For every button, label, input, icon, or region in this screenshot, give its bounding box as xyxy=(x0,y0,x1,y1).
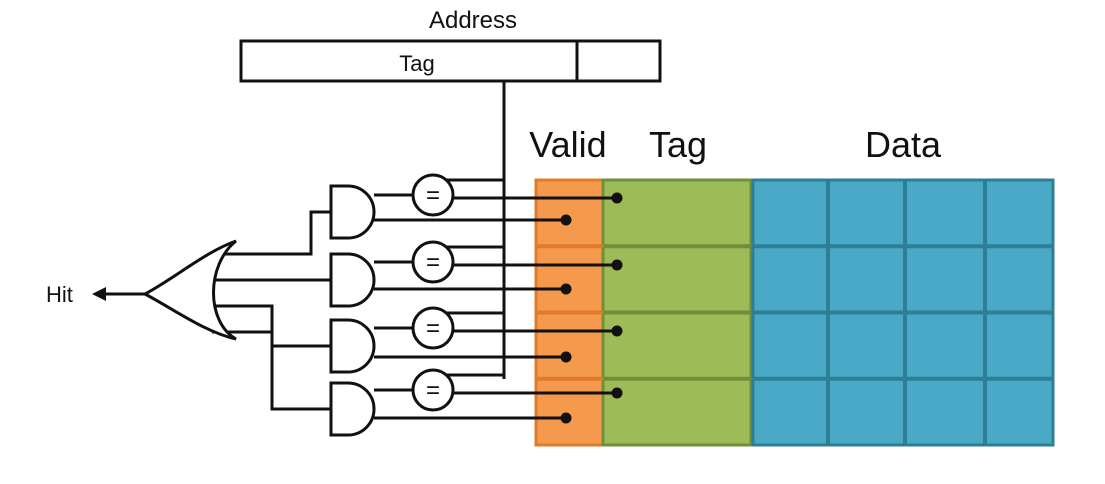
and-to-or-wire xyxy=(212,330,331,411)
valid-connection-dot xyxy=(560,351,572,363)
tag-connection-dot xyxy=(611,192,623,204)
and-gate xyxy=(329,184,376,240)
and-to-or-wire xyxy=(212,210,331,256)
address-register xyxy=(239,39,662,83)
address-tag-field: Tag xyxy=(399,51,434,76)
tag-connection-dot xyxy=(611,387,623,399)
hit-arrow-icon xyxy=(92,287,106,301)
and-gate xyxy=(329,252,376,308)
tag-connection-dot xyxy=(611,325,623,337)
address-title: Address xyxy=(429,7,517,34)
cache-array xyxy=(534,178,1055,447)
valid-column-header: Valid xyxy=(529,124,606,165)
comparator xyxy=(411,173,455,217)
valid-connection-dot xyxy=(560,214,572,226)
comparator-symbol: = xyxy=(426,249,440,276)
valid-connection-dot xyxy=(560,283,572,295)
tag-connection-dot xyxy=(611,259,623,271)
hit-label: Hit xyxy=(46,282,73,307)
compare-logic: = = = = xyxy=(212,173,623,437)
comparator xyxy=(411,240,455,284)
and-gate xyxy=(329,381,376,437)
tag-column-header: Tag xyxy=(649,124,707,165)
comparator xyxy=(411,368,455,412)
comparator-symbol: = xyxy=(426,182,440,209)
comparator xyxy=(411,306,455,350)
comparator-symbol: = xyxy=(426,315,440,342)
data-column-header: Data xyxy=(865,124,942,165)
and-to-or-wire xyxy=(212,304,331,348)
and-gate xyxy=(329,318,376,374)
or-gate xyxy=(141,239,237,341)
comparator-symbol: = xyxy=(426,377,440,404)
valid-connection-dot xyxy=(560,412,572,424)
